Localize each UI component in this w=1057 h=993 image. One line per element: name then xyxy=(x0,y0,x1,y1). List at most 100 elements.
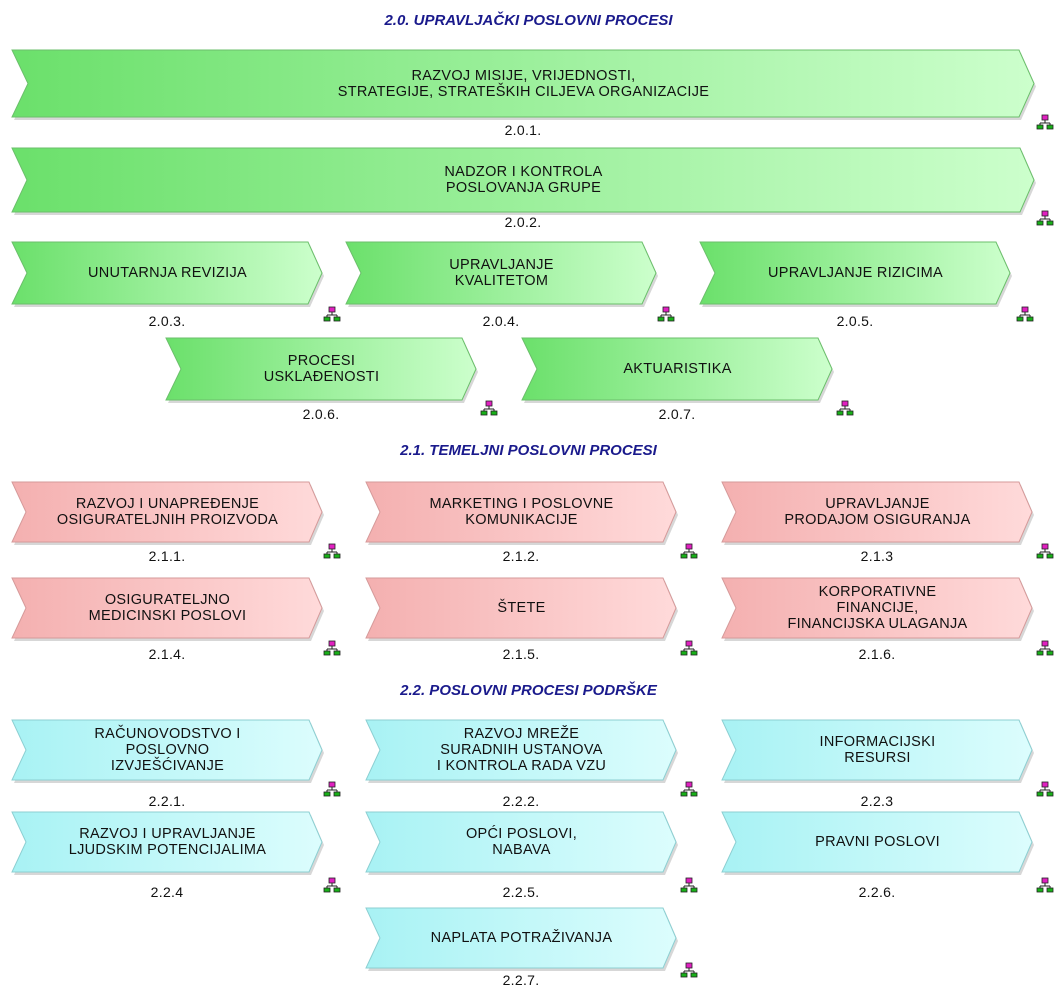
subprocess-icon[interactable] xyxy=(323,306,341,322)
subprocess-icon[interactable] xyxy=(1036,210,1054,226)
process-code: 2.1.3 xyxy=(860,548,894,564)
process-code: 2.0.5. xyxy=(836,313,874,329)
process-razvoj-misije-vrijednosti[interactable]: RAZVOJ MISIJE, VRIJEDNOSTI, STRATEGIJE, … xyxy=(11,49,1036,120)
chevron-shape xyxy=(165,337,478,403)
chevron-shape xyxy=(721,481,1034,545)
process-label: RAZVOJ MREŽE SURADNIH USTANOVA I KONTROL… xyxy=(436,726,607,774)
subprocess-icon[interactable] xyxy=(1016,306,1034,322)
process-code: 2.0.6. xyxy=(302,406,340,422)
process-label: PROCESI USKLAĐENOSTI xyxy=(263,353,380,385)
process-label: ŠTETE xyxy=(497,600,546,616)
process-label: OSIGURATELJNO MEDICINSKI POSLOVI xyxy=(88,592,247,624)
process-code: 2.1.4. xyxy=(148,646,186,662)
subprocess-icon[interactable] xyxy=(680,962,698,978)
process-label: AKTUARISTIKA xyxy=(623,361,732,377)
process-label: RAČUNOVODSTVO I POSLOVNO IZVJEŠĆIVANJE xyxy=(94,726,241,774)
process-label: RAZVOJ I UNAPREĐENJE OSIGURATELJNIH PROI… xyxy=(56,496,279,528)
process-marketing-i-poslovne[interactable]: MARKETING I POSLOVNE KOMUNIKACIJE xyxy=(365,481,678,545)
subprocess-icon[interactable] xyxy=(680,781,698,797)
process-label: RAZVOJ I UPRAVLJANJE LJUDSKIM POTENCIJAL… xyxy=(68,826,267,858)
process-naplata-potrazivanja[interactable]: NAPLATA POTRAŽIVANJA xyxy=(365,907,678,971)
subprocess-icon[interactable] xyxy=(680,640,698,656)
subprocess-icon[interactable] xyxy=(323,877,341,893)
process-opci-poslovi[interactable]: OPĆI POSLOVI, NABAVA xyxy=(365,811,678,875)
chevron-shape xyxy=(11,577,324,641)
process-label: PRAVNI POSLOVI xyxy=(815,834,940,850)
process-racunovodstvo-i[interactable]: RAČUNOVODSTVO I POSLOVNO IZVJEŠĆIVANJE xyxy=(11,719,324,783)
process-razvoj-i-unapredenje[interactable]: RAZVOJ I UNAPREĐENJE OSIGURATELJNIH PROI… xyxy=(11,481,324,545)
chevron-shape xyxy=(11,481,324,545)
process-osigurateljno[interactable]: OSIGURATELJNO MEDICINSKI POSLOVI xyxy=(11,577,324,641)
process-aktuaristika[interactable]: AKTUARISTIKA xyxy=(521,337,834,403)
process-code: 2.2.4 xyxy=(150,884,184,900)
process-label: INFORMACIJSKI RESURSI xyxy=(819,734,936,766)
chevron-shape xyxy=(521,337,834,403)
process-upravljanje-rizicima[interactable]: UPRAVLJANJE RIZICIMA xyxy=(699,241,1012,307)
subprocess-icon[interactable] xyxy=(480,400,498,416)
process-code: 2.1.6. xyxy=(858,646,896,662)
process-korporativne[interactable]: KORPORATIVNE FINANCIJE, FINANCIJSKA ULAG… xyxy=(721,577,1034,641)
section-title-temeljni: 2.1. TEMELJNI POSLOVNI PROCESI xyxy=(400,442,657,459)
process-informacijski[interactable]: INFORMACIJSKI RESURSI xyxy=(721,719,1034,783)
chevron-shape xyxy=(345,241,658,307)
subprocess-icon[interactable] xyxy=(1036,877,1054,893)
process-label: UNUTARNJA REVIZIJA xyxy=(87,265,247,281)
process-label: UPRAVLJANJE KVALITETOM xyxy=(449,257,554,289)
process-code: 2.0.3. xyxy=(148,313,186,329)
process-code: 2.2.5. xyxy=(502,884,540,900)
section-title-upravljacki: 2.0. UPRAVLJAČKI POSLOVNI PROCESI xyxy=(384,12,673,29)
chevron-shape xyxy=(11,241,324,307)
chevron-shape xyxy=(11,719,324,783)
chevron-shape xyxy=(365,577,678,641)
section-title-podrske: 2.2. POSLOVNI PROCESI PODRŠKE xyxy=(400,682,657,699)
process-code: 2.2.1. xyxy=(148,793,186,809)
chevron-shape xyxy=(721,811,1034,875)
process-code: 2.0.4. xyxy=(482,313,520,329)
process-code: 2.0.1. xyxy=(504,122,542,138)
process-razvoj-i-upravljanje[interactable]: RAZVOJ I UPRAVLJANJE LJUDSKIM POTENCIJAL… xyxy=(11,811,324,875)
process-label: OPĆI POSLOVI, NABAVA xyxy=(465,826,578,858)
chevron-shape xyxy=(721,719,1034,783)
process-code: 2.1.1. xyxy=(148,548,186,564)
process-nadzor-i-kontrola[interactable]: NADZOR I KONTROLA POSLOVANJA GRUPE xyxy=(11,147,1036,215)
chevron-shape xyxy=(699,241,1012,307)
subprocess-icon[interactable] xyxy=(323,543,341,559)
process-label: NADZOR I KONTROLA POSLOVANJA GRUPE xyxy=(444,164,603,196)
process-code: 2.2.6. xyxy=(858,884,896,900)
subprocess-icon[interactable] xyxy=(1036,543,1054,559)
process-code: 2.1.5. xyxy=(502,646,540,662)
process-label: NAPLATA POTRAŽIVANJA xyxy=(430,930,613,946)
process-code: 2.2.7. xyxy=(502,972,540,988)
subprocess-icon[interactable] xyxy=(1036,640,1054,656)
subprocess-icon[interactable] xyxy=(1036,114,1054,130)
process-razvoj-mreze[interactable]: RAZVOJ MREŽE SURADNIH USTANOVA I KONTROL… xyxy=(365,719,678,783)
process-upravljanje[interactable]: UPRAVLJANJE KVALITETOM xyxy=(345,241,658,307)
process-stete[interactable]: ŠTETE xyxy=(365,577,678,641)
process-code: 2.2.3 xyxy=(860,793,894,809)
process-label: UPRAVLJANJE PRODAJOM OSIGURANJA xyxy=(784,496,971,528)
subprocess-icon[interactable] xyxy=(1036,781,1054,797)
subprocess-icon[interactable] xyxy=(323,781,341,797)
process-label: KORPORATIVNE FINANCIJE, FINANCIJSKA ULAG… xyxy=(787,584,968,632)
chevron-shape xyxy=(365,719,678,783)
chevron-shape xyxy=(365,481,678,545)
subprocess-icon[interactable] xyxy=(657,306,675,322)
subprocess-icon[interactable] xyxy=(680,543,698,559)
chevron-shape xyxy=(721,577,1034,641)
process-code: 2.0.7. xyxy=(658,406,696,422)
subprocess-icon[interactable] xyxy=(680,877,698,893)
chevron-shape xyxy=(11,49,1036,120)
process-upravljanje[interactable]: UPRAVLJANJE PRODAJOM OSIGURANJA xyxy=(721,481,1034,545)
process-procesi[interactable]: PROCESI USKLAĐENOSTI xyxy=(165,337,478,403)
process-pravni-poslovi[interactable]: PRAVNI POSLOVI xyxy=(721,811,1034,875)
subprocess-icon[interactable] xyxy=(323,640,341,656)
process-code: 2.0.2. xyxy=(504,214,542,230)
chevron-shape xyxy=(365,907,678,971)
process-label: MARKETING I POSLOVNE KOMUNIKACIJE xyxy=(429,496,614,528)
process-code: 2.2.2. xyxy=(502,793,540,809)
chevron-shape xyxy=(365,811,678,875)
subprocess-icon[interactable] xyxy=(836,400,854,416)
process-code: 2.1.2. xyxy=(502,548,540,564)
process-label: UPRAVLJANJE RIZICIMA xyxy=(768,265,943,281)
process-unutarnja-revizija[interactable]: UNUTARNJA REVIZIJA xyxy=(11,241,324,307)
